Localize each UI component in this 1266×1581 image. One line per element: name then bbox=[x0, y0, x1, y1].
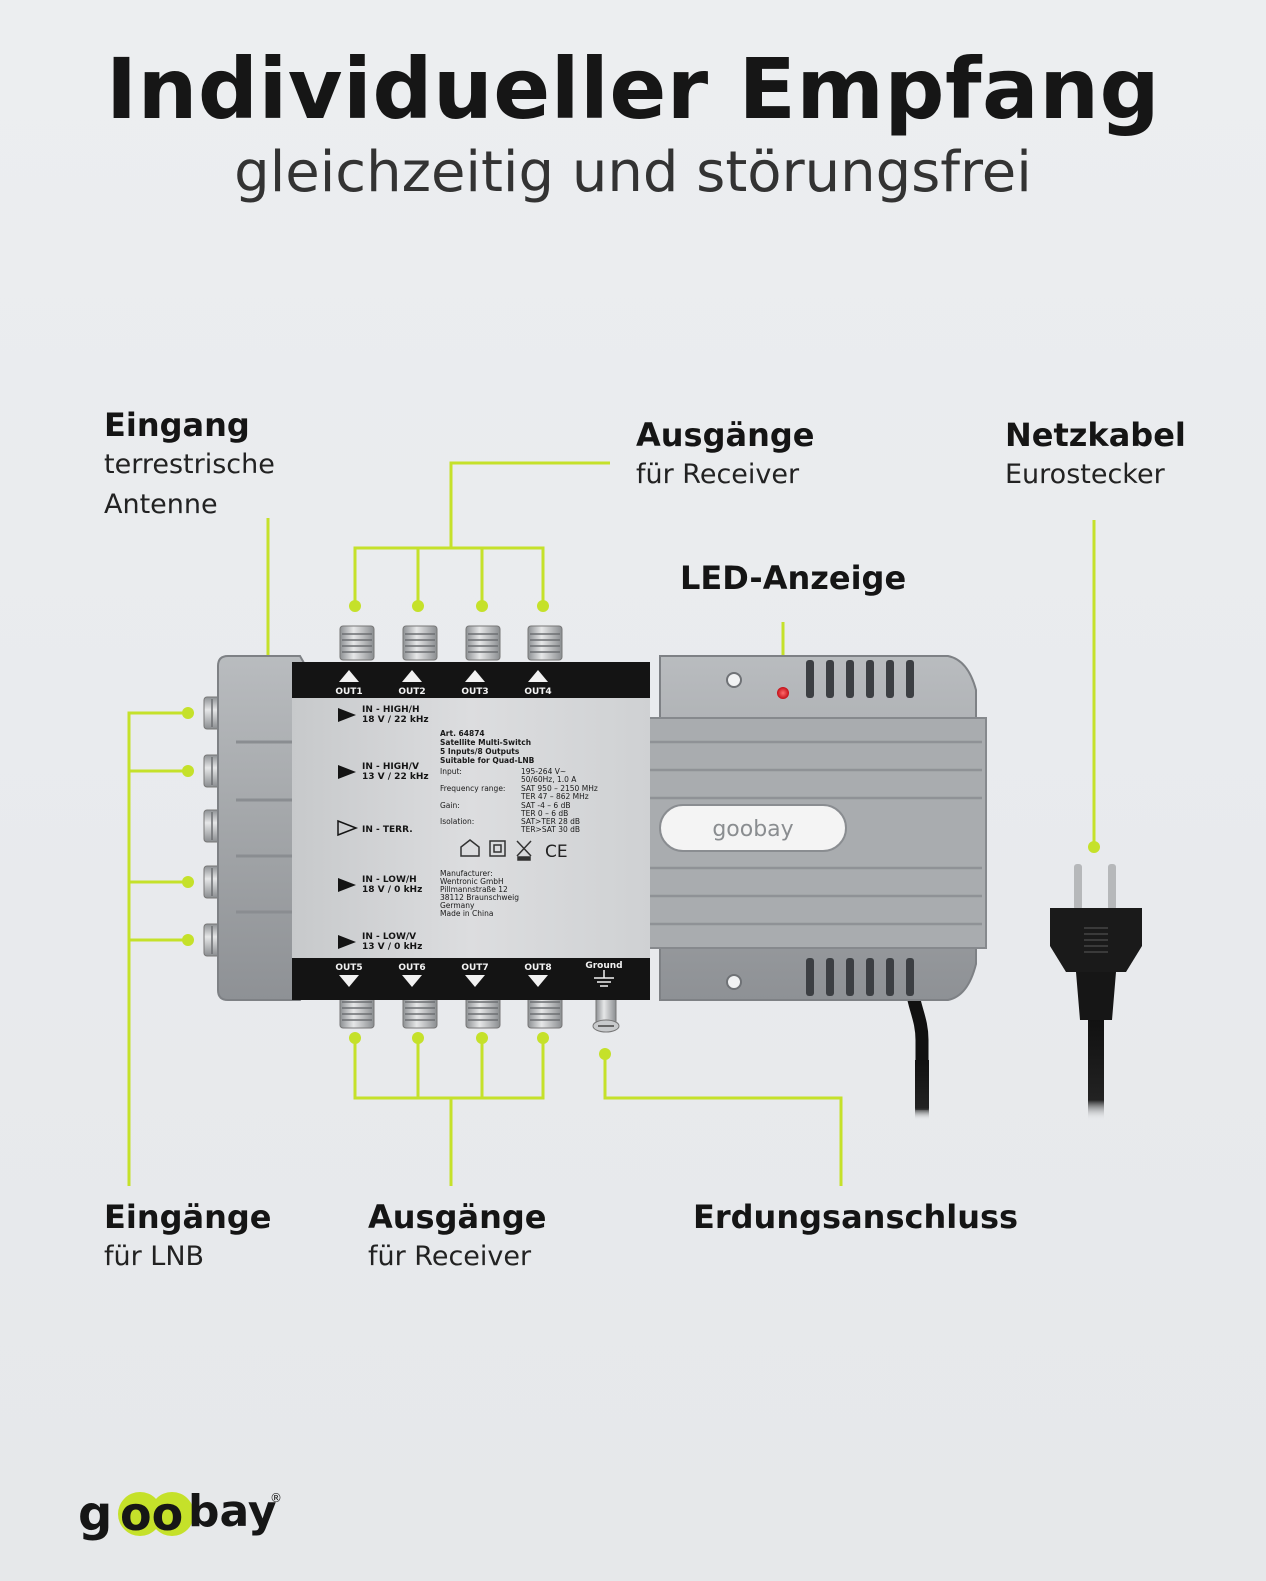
euro-plug bbox=[1050, 864, 1142, 1120]
label-power-line1: Eurostecker bbox=[1005, 459, 1165, 490]
label-antenna-line2: Antenne bbox=[104, 489, 218, 520]
brand-reg: ® bbox=[270, 1491, 282, 1505]
brand-g: g bbox=[78, 1486, 112, 1542]
spec-key-freq: Frequency range: bbox=[440, 784, 505, 793]
certification-icons bbox=[460, 839, 532, 861]
spec-line-2: Satellite Multi-Switch bbox=[440, 738, 531, 747]
spec-key-iso: Isolation: bbox=[440, 817, 474, 826]
out-top-2: OUT2 bbox=[398, 687, 425, 697]
headline: Individueller Empfang bbox=[105, 40, 1161, 138]
brand-logo: g oo bay ® bbox=[78, 1478, 288, 1548]
spec-val-freq2: TER 47 – 862 MHz bbox=[520, 792, 589, 801]
label-lnb-inputs-title: Eingänge bbox=[104, 1198, 272, 1236]
spec-val-iso2: TER>SAT 30 dB bbox=[520, 825, 580, 834]
out-top-4: OUT4 bbox=[524, 687, 551, 697]
label-ground-title: Erdungsanschluss bbox=[693, 1198, 1019, 1236]
led-indicator bbox=[777, 687, 789, 699]
spec-val-freq: SAT 950 – 2150 MHz bbox=[521, 784, 598, 793]
input-3-l1: IN - TERR. bbox=[362, 825, 413, 835]
out-bottom-7: OUT7 bbox=[461, 963, 488, 973]
out-top-3: OUT3 bbox=[461, 687, 488, 697]
power-cable bbox=[905, 988, 929, 1120]
label-ground: Erdungsanschluss bbox=[693, 1197, 1018, 1237]
input-1-l2: 18 V / 22 kHz bbox=[362, 715, 429, 725]
input-5-l2: 13 V / 0 kHz bbox=[362, 942, 422, 952]
out-top-1: OUT1 bbox=[335, 687, 362, 697]
spec-val-iso: SAT>TER 28 dB bbox=[521, 817, 580, 826]
spec-val-gain2: TER 0 – 6 dB bbox=[520, 809, 568, 818]
label-lnb-inputs-line1: für LNB bbox=[104, 1241, 205, 1272]
input-4-l1: IN - LOW/H bbox=[362, 875, 417, 885]
brand-oo: oo bbox=[120, 1487, 183, 1541]
input-2-l1: IN - HIGH/V bbox=[362, 762, 419, 772]
label-antenna-line1: terrestrische bbox=[104, 449, 275, 480]
spec-val-gain: SAT -4 – 6 dB bbox=[521, 801, 570, 810]
ground-text: Ground bbox=[585, 961, 622, 971]
label-outputs-bottom: Ausgänge für Receiver bbox=[368, 1197, 546, 1277]
callout-line-outputs-top bbox=[353, 461, 610, 603]
brand-bay: bay bbox=[188, 1486, 277, 1537]
device-badge-brand: goobay bbox=[712, 817, 793, 842]
mfr-line-1: Manufacturer: bbox=[440, 869, 493, 878]
label-antenna: Eingang terrestrische Antenne bbox=[104, 405, 275, 525]
spec-val-input: 195-264 V~ bbox=[521, 767, 566, 776]
label-power-title: Netzkabel bbox=[1005, 416, 1186, 454]
label-led-title: LED-Anzeige bbox=[680, 559, 907, 597]
label-antenna-title: Eingang bbox=[104, 406, 250, 444]
spec-line-3: 5 Inputs/8 Outputs bbox=[440, 747, 520, 756]
spec-val-input2: 50/60Hz, 1.0 A bbox=[521, 775, 577, 784]
mfr-line-3: Pillmannstraße 12 bbox=[440, 885, 508, 894]
callout-line-outputs-bottom bbox=[353, 1041, 545, 1186]
label-led: LED-Anzeige bbox=[680, 558, 906, 598]
label-panel bbox=[292, 662, 650, 1000]
out-bottom-5: OUT5 bbox=[335, 963, 362, 973]
label-outputs-top: Ausgänge für Receiver bbox=[636, 415, 814, 495]
spec-key-input: Input: bbox=[440, 767, 462, 776]
ce-mark: CE bbox=[545, 842, 568, 862]
label-outputs-top-line1: für Receiver bbox=[636, 459, 800, 490]
goobay-logo: g oo bay ® bbox=[78, 1486, 282, 1542]
label-lnb-inputs: Eingänge für LNB bbox=[104, 1197, 272, 1277]
connectors-top bbox=[339, 625, 563, 661]
mfr-line-5: Germany bbox=[440, 901, 475, 910]
callout-line-ground bbox=[603, 1054, 843, 1186]
mfr-line-6: Made in China bbox=[440, 909, 493, 918]
input-2-l2: 13 V / 22 kHz bbox=[362, 772, 429, 782]
mfr-line-4: 38112 Braunschweig bbox=[440, 893, 519, 902]
input-5-l1: IN - LOW/V bbox=[362, 932, 416, 942]
mfr-line-2: Wentronic GmbH bbox=[440, 877, 504, 886]
callout-line-lnb bbox=[127, 711, 188, 1186]
subline: gleichzeitig und störungsfrei bbox=[234, 140, 1032, 205]
ground-screw bbox=[592, 993, 620, 1033]
input-4-l2: 18 V / 0 kHz bbox=[362, 885, 422, 895]
label-outputs-bottom-line1: für Receiver bbox=[368, 1241, 532, 1272]
spec-line-4: Suitable for Quad-LNB bbox=[440, 756, 535, 765]
out-bottom-8: OUT8 bbox=[524, 963, 551, 973]
input-1-l1: IN - HIGH/H bbox=[362, 705, 420, 715]
label-outputs-bottom-title: Ausgänge bbox=[368, 1198, 547, 1236]
out-bottom-6: OUT6 bbox=[398, 963, 425, 973]
label-power: Netzkabel Eurostecker bbox=[1005, 415, 1186, 495]
spec-key-gain: Gain: bbox=[440, 801, 460, 810]
label-outputs-top-title: Ausgänge bbox=[636, 416, 815, 454]
spec-line-1: Art. 64874 bbox=[440, 729, 485, 738]
